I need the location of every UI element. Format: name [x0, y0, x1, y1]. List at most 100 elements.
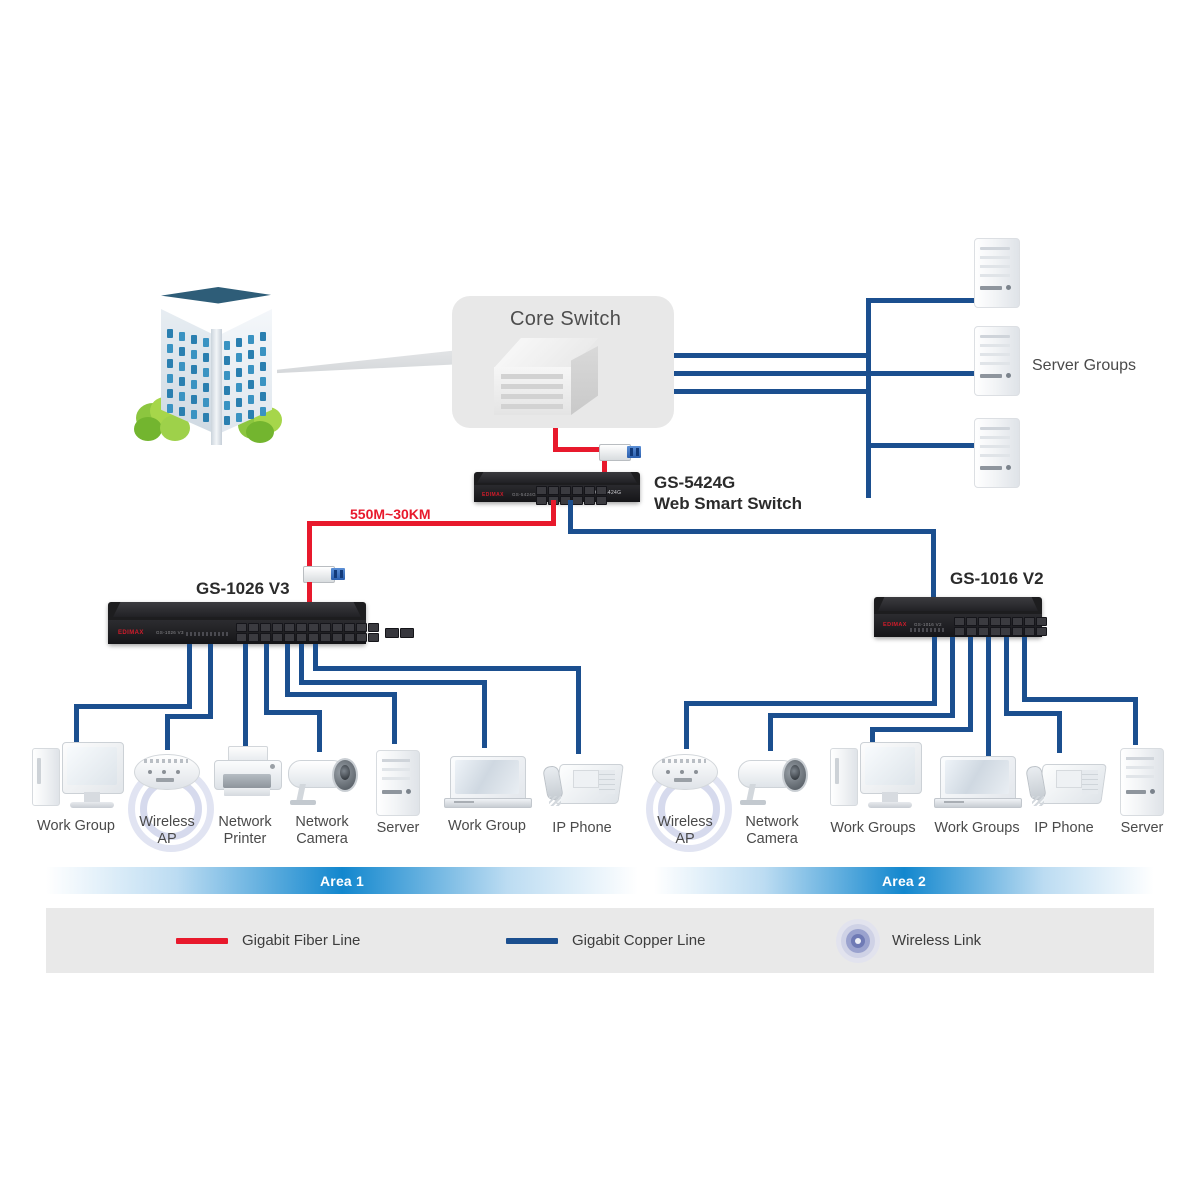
copper-a2-drop-6 — [1022, 637, 1027, 701]
device-label-line2: Camera — [746, 831, 798, 848]
server-tower-icon — [974, 238, 1022, 310]
device-label-line1: Network — [745, 814, 799, 830]
legend-label-copper: Gigabit Copper Line — [572, 932, 706, 949]
copper-5424-to-right-run — [568, 529, 936, 534]
model-silk: GS-1016 V2 — [914, 622, 942, 627]
copper-right-down-to-1016 — [931, 529, 936, 597]
device-label-line1: Work Group — [37, 818, 115, 834]
copper-a1-leg-7 — [576, 666, 581, 754]
device-label-line2: AP — [157, 831, 177, 848]
copper-a2-drop-2 — [950, 637, 955, 717]
device-label: Server — [343, 820, 453, 837]
copper-a1-leg-4 — [317, 710, 322, 752]
copper-servers-vertical-riser — [866, 298, 871, 498]
wireless-ap-icon — [126, 748, 214, 852]
sfp-transceiver-icon — [599, 440, 647, 464]
device-label-line1: Work Groups — [830, 820, 916, 836]
fiber-sfp-to-switch — [602, 447, 607, 484]
port-bank-left — [954, 617, 1001, 636]
switch-gs1016v2-label: GS-1016 V2 — [950, 569, 1044, 588]
ip-camera-icon — [738, 754, 812, 810]
desktop-pc-icon — [830, 742, 922, 812]
copper-a2-drop-1 — [932, 637, 937, 705]
core-switch-title: Core Switch — [510, 308, 622, 330]
copper-a1-leg-5 — [392, 692, 397, 744]
switch-gs5424g-label: GS-5424G Web Smart Switch — [654, 472, 802, 515]
fiber-core-to-sfp — [553, 447, 606, 452]
switch-gs1026v3[interactable]: EDIMAX GS-1026 V3 — [108, 602, 414, 644]
device-label-line1: IP Phone — [1034, 820, 1094, 836]
copper-a1-leg-2 — [165, 714, 170, 750]
copper-core-to-servers-trunk-top — [674, 353, 870, 358]
area-1-bar: Area 1 — [46, 867, 638, 894]
sfp-slot — [400, 628, 414, 638]
copper-a1-drop-7 — [313, 644, 318, 670]
device-label: Wireless AP — [630, 814, 740, 848]
copper-a1-drop-4 — [264, 644, 269, 714]
building-core-connector — [277, 350, 459, 374]
switch-gs1016v2[interactable]: EDIMAX GS-1016 V2 — [874, 597, 1047, 637]
laptop-icon — [444, 756, 532, 808]
fiber-distance-label: 550M~30KM — [350, 506, 431, 522]
copper-a2-leg-1 — [684, 701, 689, 749]
device-label-line1: Server — [1120, 820, 1164, 836]
device-label: Work Groups — [922, 820, 1032, 837]
device-label-line2: Printer — [223, 831, 267, 848]
device-label-line1: Wireless — [657, 814, 713, 830]
switch-gs1026v3-label: GS-1026 V3 — [196, 579, 290, 598]
copper-a2-leg-5 — [1057, 711, 1062, 753]
device-label-line1: Network — [218, 814, 272, 830]
copper-server-top-branch — [866, 298, 978, 303]
fiber-down-to-sfp2 — [307, 521, 312, 573]
copper-a1-leg-6 — [482, 680, 487, 748]
switch-gs5424g[interactable]: EDIMAX GS-5424G GS-5424G — [474, 472, 640, 505]
device-label: Work Group — [432, 818, 542, 835]
fiber-horizontal-run — [307, 521, 556, 526]
device-label: Work Groups — [818, 820, 928, 837]
device-label: IP Phone — [1009, 820, 1119, 837]
copper-core-to-servers-trunk-bot — [674, 389, 870, 394]
copper-a2-leg-2 — [768, 713, 773, 751]
server-groups-label: Server Groups — [1032, 357, 1137, 374]
device-label-line2: Camera — [296, 831, 348, 848]
fiber-sfp2-to-1026 — [307, 582, 312, 606]
brand-silk: EDIMAX — [883, 622, 907, 628]
device-label: Network Camera — [267, 814, 377, 848]
port-bank — [236, 623, 379, 642]
copper-a1-bus-1 — [74, 704, 192, 709]
copper-server-bottom-branch — [866, 443, 978, 448]
copper-a1-drop-2 — [208, 644, 213, 718]
switch-gs5424g-name: GS-5424G — [654, 473, 736, 492]
switch-gs5424g-subtitle: Web Smart Switch — [654, 494, 802, 514]
copper-a2-bus-5 — [1004, 711, 1062, 716]
copper-a1-bus-4 — [264, 710, 322, 715]
server-tower-icon — [974, 326, 1022, 398]
copper-a2-bus-6 — [1022, 697, 1138, 702]
copper-a2-drop-4 — [986, 637, 991, 759]
server-tower-icon — [376, 750, 420, 816]
ip-phone-icon — [542, 762, 624, 810]
device-label: Network Printer — [190, 814, 300, 848]
legend-item-fiber: Gigabit Fiber Line — [176, 908, 360, 973]
fiber-core-down — [553, 428, 558, 451]
wireless-ap-icon — [644, 748, 732, 852]
device-label-line1: Work Groups — [934, 820, 1020, 836]
copper-a2-bus-3 — [870, 727, 973, 732]
laptop-icon — [934, 756, 1022, 808]
copper-5424-down — [568, 500, 573, 534]
device-label: Server — [1087, 820, 1197, 837]
legend-item-copper: Gigabit Copper Line — [506, 908, 705, 973]
copper-a1-bus-5 — [285, 692, 397, 697]
wireless-link-icon — [836, 918, 880, 963]
model-silk: GS-1026 V3 — [156, 630, 184, 635]
model-silk-right: GS-5424G — [595, 490, 622, 496]
copper-a1-leg-1 — [74, 704, 79, 748]
device-label: Wireless AP — [112, 814, 222, 848]
device-label-line1: Work Group — [448, 818, 526, 834]
legend-label-wireless: Wireless Link — [892, 932, 982, 949]
server-tower-icon — [974, 418, 1022, 490]
legend-item-wireless: Wireless Link — [836, 908, 981, 973]
legend-label-fiber: Gigabit Fiber Line — [242, 932, 361, 949]
server-tower-icon — [1120, 748, 1164, 816]
